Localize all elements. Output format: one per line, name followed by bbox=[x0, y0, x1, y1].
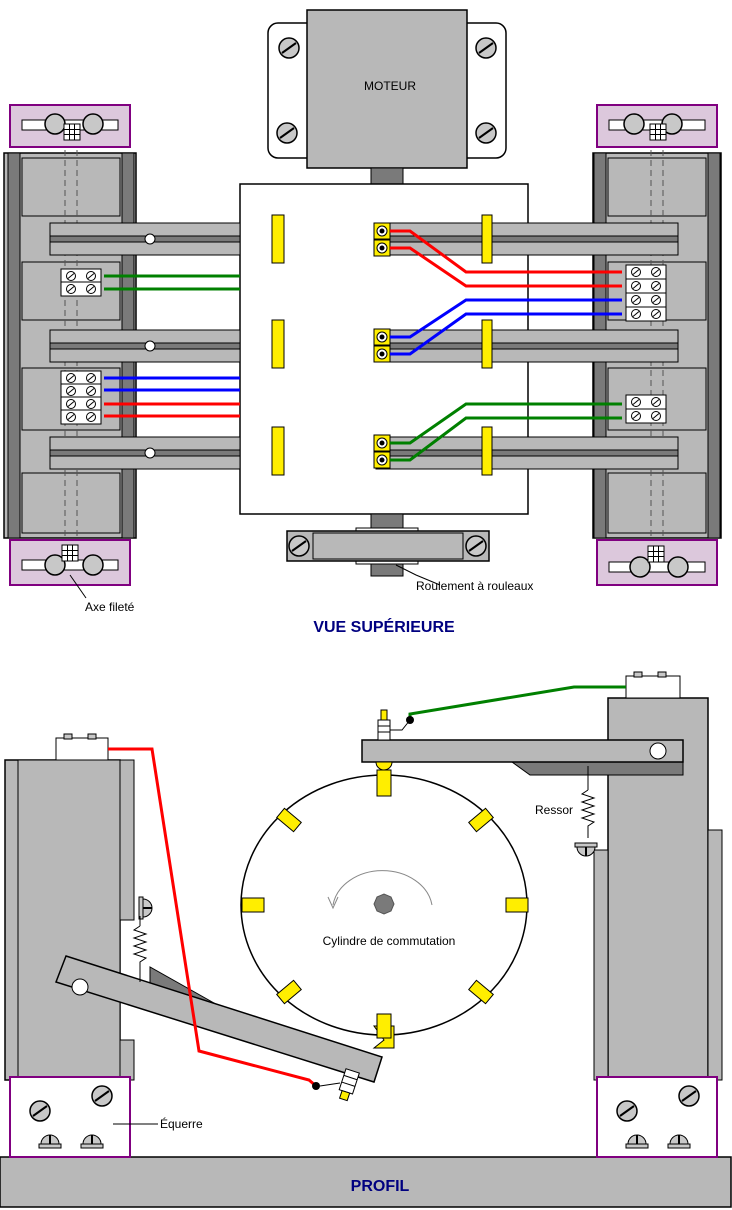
wire-green-profile bbox=[408, 685, 626, 720]
roller-bearing-label: Roulement à rouleaux bbox=[416, 579, 533, 593]
motor-assembly bbox=[267, 9, 507, 185]
right-contact-arms bbox=[375, 222, 679, 470]
spring-label: Ressor bbox=[535, 803, 573, 817]
right-post bbox=[593, 671, 723, 1081]
profile-title: PROFIL bbox=[351, 1178, 410, 1195]
screw-icon bbox=[278, 37, 300, 59]
spring-icon bbox=[574, 766, 598, 857]
bracket-left bbox=[9, 1076, 131, 1158]
left-contact-arms bbox=[49, 222, 241, 470]
top-view-title: VUE SUPÉRIEURE bbox=[313, 617, 455, 636]
screw-icon bbox=[475, 122, 497, 144]
bracket-label: Équerre bbox=[160, 1116, 203, 1131]
screw-icon bbox=[475, 37, 497, 59]
switching-cylinder bbox=[240, 769, 529, 1049]
motor-label: MOTEUR bbox=[364, 79, 416, 93]
wires-top-view bbox=[104, 229, 622, 462]
screw-icon bbox=[288, 535, 310, 557]
bracket-right bbox=[596, 1076, 718, 1158]
base-plate bbox=[0, 1156, 732, 1208]
contact-strips bbox=[271, 214, 493, 476]
right-lever bbox=[361, 709, 684, 776]
wire-red-profile bbox=[108, 747, 317, 1088]
screw-icon bbox=[276, 122, 298, 144]
roller-bearing bbox=[286, 527, 490, 565]
spring-icon bbox=[132, 896, 153, 982]
threaded-axis-pointer bbox=[69, 574, 87, 599]
left-post bbox=[4, 733, 135, 1081]
cylinder-label: Cylindre de commutation bbox=[323, 934, 456, 948]
threaded-axis-label: Axe fileté bbox=[85, 600, 135, 614]
screw-icon bbox=[465, 535, 487, 557]
end-plates-top-view bbox=[9, 104, 718, 586]
rotation-arrow-icon bbox=[332, 870, 433, 906]
